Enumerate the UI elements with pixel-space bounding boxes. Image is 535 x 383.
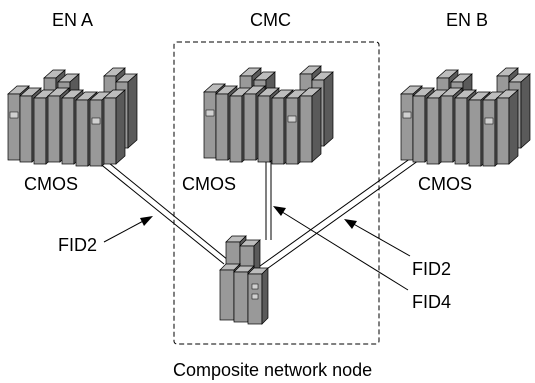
cmc-mainframe-cluster <box>204 66 333 164</box>
fid2-right-label: FID2 <box>412 259 451 279</box>
en-b-cmos-label: CMOS <box>418 174 472 194</box>
fid2-left-arrow <box>103 216 153 243</box>
diagram-caption: Composite network node <box>173 360 372 380</box>
cmc-cmos-label: CMOS <box>182 174 236 194</box>
composite-node-boundary <box>173 41 380 345</box>
en-a-cmos-label: CMOS <box>24 174 78 194</box>
cmc-title: CMC <box>250 10 291 30</box>
link-en-b-to-network-node <box>259 152 423 272</box>
en-a-mainframe-cluster <box>8 68 137 166</box>
en-b-mainframe-cluster <box>401 68 530 166</box>
en-a-title: EN A <box>52 10 93 30</box>
network-node-device <box>219 235 269 325</box>
fid4-label: FID4 <box>412 292 451 312</box>
link-en-a-to-network-node <box>92 153 229 265</box>
fid2-right-arrow <box>344 219 411 257</box>
fid2-left-label: FID2 <box>58 235 97 255</box>
en-b-title: EN B <box>446 10 488 30</box>
fid4-arrow <box>273 206 409 291</box>
